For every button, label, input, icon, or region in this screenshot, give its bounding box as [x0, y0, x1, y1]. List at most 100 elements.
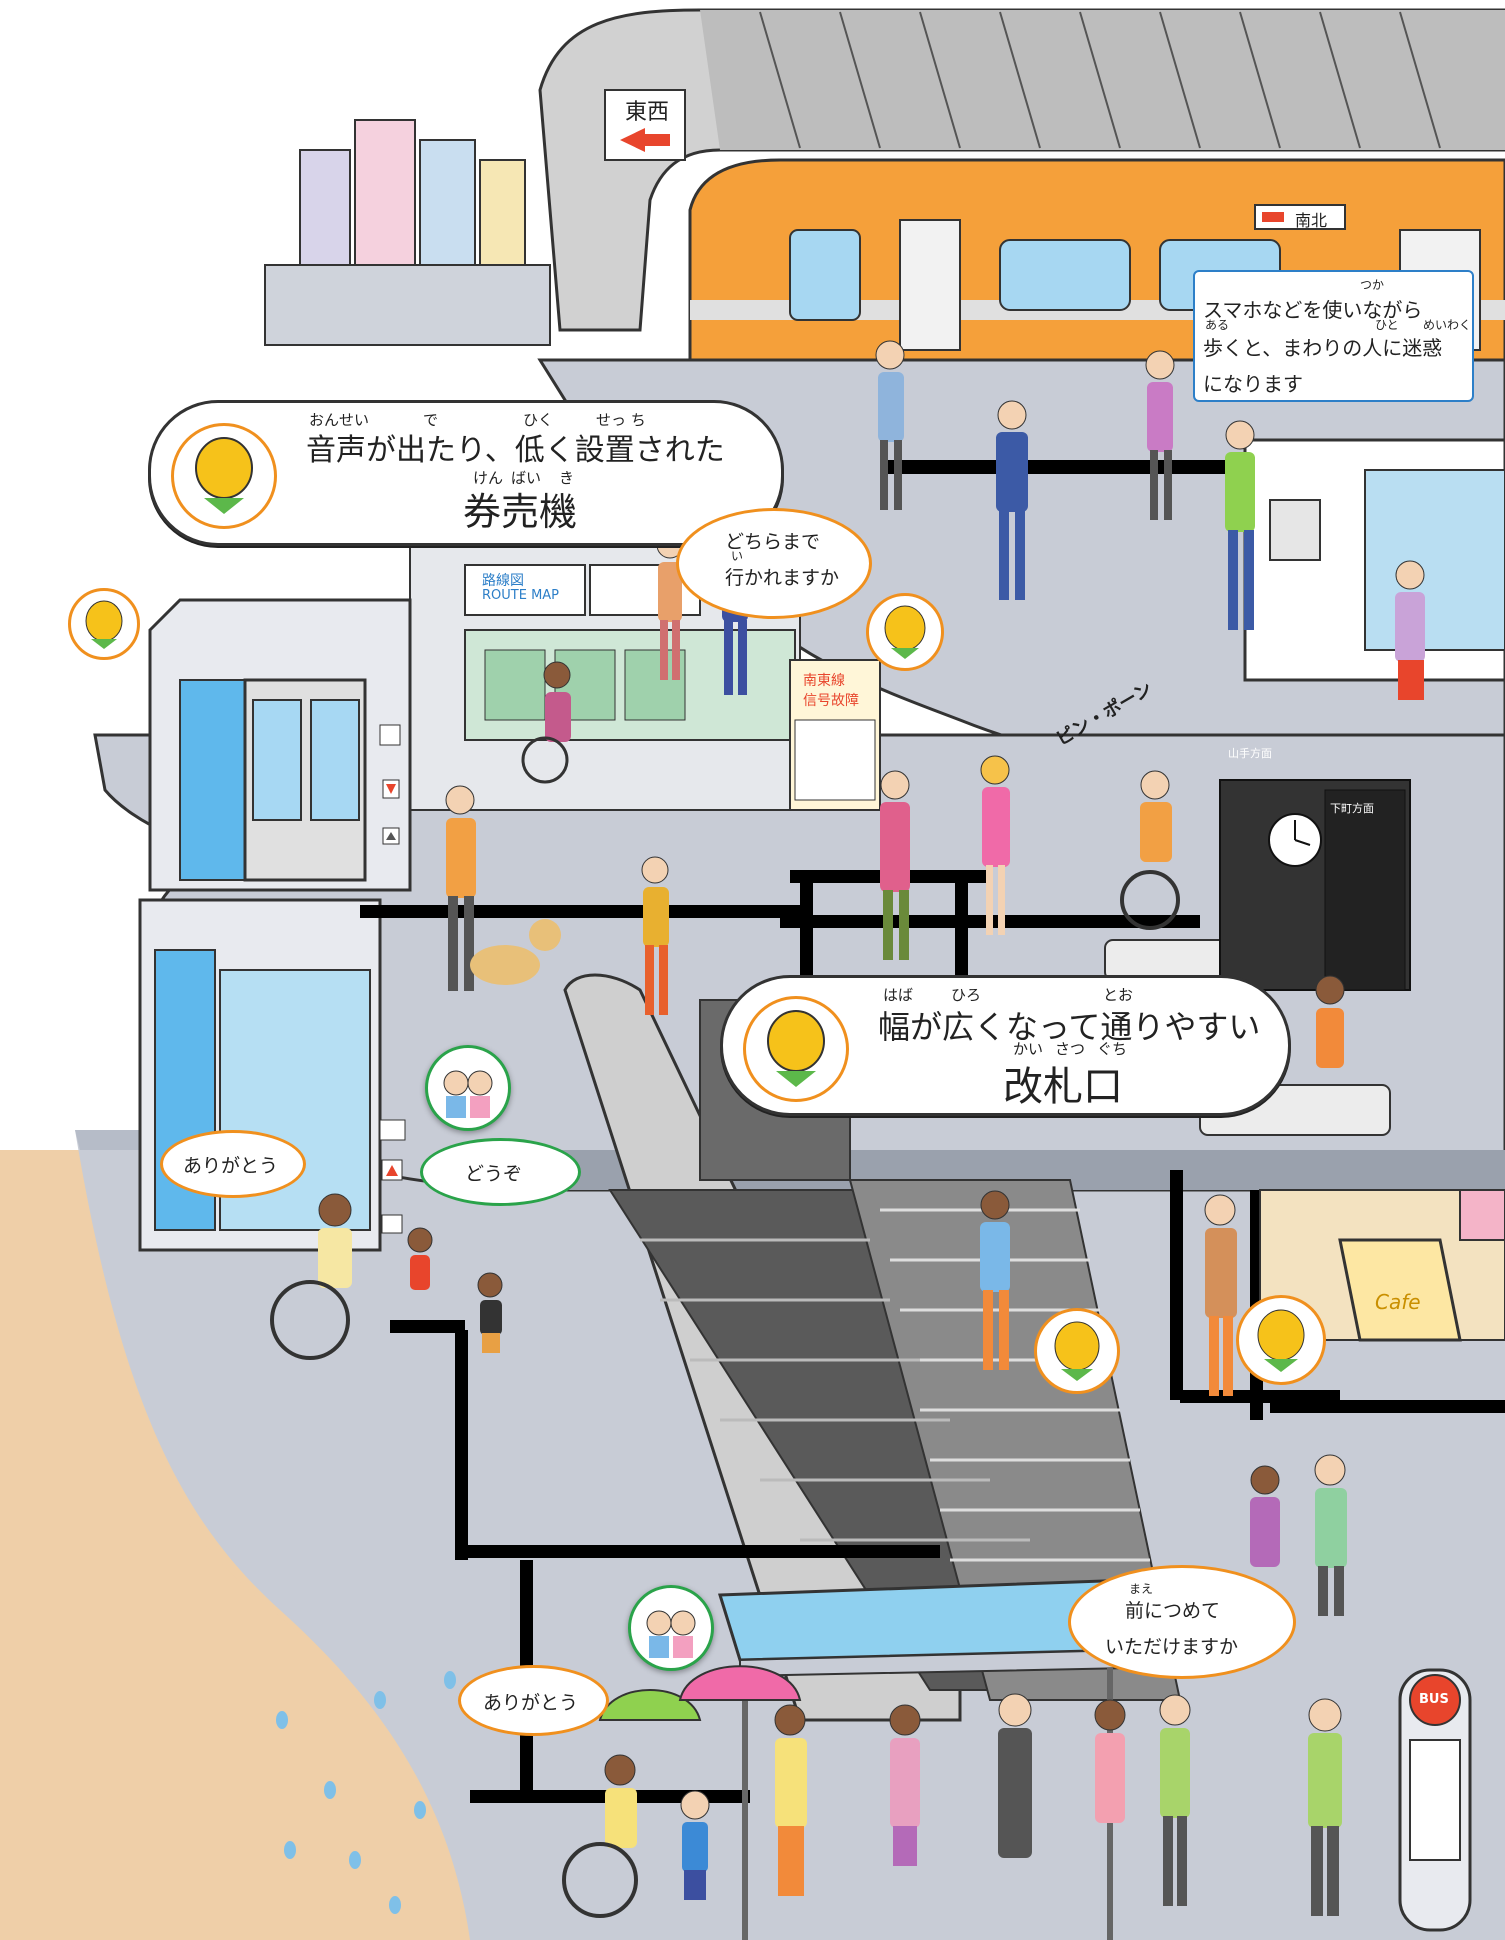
ruby: ある [1205, 318, 1230, 332]
dog-mascot-icon [1034, 1308, 1120, 1394]
tactile-paving [360, 905, 810, 918]
person [1094, 1699, 1126, 1823]
person [980, 1190, 1010, 1370]
child [680, 1790, 710, 1900]
line-sign-north-south [1254, 204, 1346, 230]
notice-line-label: 南東線 [803, 673, 845, 689]
person [875, 340, 905, 510]
ruby: かい [1013, 1040, 1044, 1058]
ruby: めいわく [1423, 318, 1472, 332]
person [1314, 1454, 1347, 1616]
person [1145, 350, 1175, 520]
ruby: ばい [511, 469, 542, 487]
platform-1-label: 山手方面 [1228, 747, 1272, 760]
dog-mascot-icon [1236, 1295, 1326, 1385]
platform-2-label: 下町方面 [1330, 802, 1374, 815]
person-wheelchair [270, 1193, 352, 1360]
ruby: ひろ [951, 986, 982, 1004]
after-you-callout: どうぞ [420, 1138, 581, 1206]
person [880, 770, 910, 960]
person [445, 785, 476, 991]
where-to-callout: い どちらまで 行かれますか [676, 508, 872, 619]
ruby: つか [1360, 278, 1385, 292]
ruby: さつ [1055, 1040, 1086, 1058]
elevator-lower [138, 898, 406, 1252]
line-sign-east-west-label: 東西 [625, 100, 670, 125]
person [1395, 560, 1425, 700]
move-forward-line2: いただけますか [1105, 1636, 1239, 1658]
smartphone-warning-line3: になります [1203, 372, 1303, 396]
ruby: で [423, 411, 439, 429]
dog-mascot-icon [866, 593, 944, 671]
person [521, 661, 571, 784]
cafe-sign-label: Cafe [1375, 1290, 1421, 1314]
children-pair-icon [628, 1585, 714, 1671]
move-forward-callout: まえ 前につめて いただけますか [1068, 1565, 1296, 1679]
child [477, 1272, 503, 1353]
route-map-label-en: ROUTE MAP [482, 588, 560, 603]
ruby: おんせい [309, 411, 370, 429]
person [1204, 1194, 1237, 1396]
thanks-elevator-callout: ありがとう [160, 1130, 306, 1198]
notice-fault-label: 信号故障 [803, 693, 859, 709]
person-wheelchair [562, 1754, 638, 1918]
smartphone-warning-callout: スマホなどを使いながら 歩くと、まわりの人に迷惑 になります つか ある ひと … [1193, 270, 1474, 402]
dog-mascot-icon [171, 423, 277, 529]
after-you-text: どうぞ [465, 1163, 523, 1185]
ticket-gate-callout-line1: 幅が広くなって通りやすい [878, 1008, 1261, 1046]
ticket-machine-callout: 音声が出たり、低く設置された 券売機 おんせい で ひく せっ ち けん ばい … [148, 400, 784, 546]
move-forward-line1: 前につめて [1125, 1600, 1221, 1622]
ruby: ひと [1375, 318, 1399, 332]
where-to-line2: 行かれますか [725, 567, 840, 589]
ticket-gate-callout-line2: 改札口 [1003, 1064, 1123, 1110]
person [774, 1704, 807, 1896]
person [1225, 420, 1255, 630]
escalators [563, 973, 1182, 1722]
ticket-machine-callout-line2: 券売機 [463, 490, 578, 534]
ticket-gate-callout: 幅が広くなって通りやすい 改札口 はば ひろ とお かい さつ ぐち [720, 975, 1291, 1116]
bus-sign-label: BUS [1419, 1692, 1449, 1707]
thanks-elevator-text: ありがとう [183, 1155, 279, 1177]
ticket-machine-callout-line1: 音声が出たり、低く設置された [306, 433, 725, 468]
children-pair-icon [425, 1045, 511, 1131]
child [407, 1227, 433, 1290]
ruby: き [559, 469, 575, 487]
notice-board [789, 659, 881, 811]
person [980, 755, 1010, 935]
cafe-area [1259, 1189, 1505, 1342]
person [889, 1704, 921, 1866]
thanks-umbrella-callout: ありがとう [458, 1665, 609, 1736]
ruby: ひく [523, 411, 554, 429]
ruby: まえ [1129, 1582, 1154, 1596]
thanks-umbrella-text: ありがとう [483, 1692, 579, 1714]
line-sign-north-south-label: 南北 [1295, 211, 1328, 230]
person [1308, 1698, 1342, 1916]
ruby: とお [1103, 986, 1134, 1004]
ticket-gates [1104, 779, 1411, 1136]
ruby: い [731, 549, 744, 563]
person [1315, 975, 1345, 1068]
ruby: せっ ち [596, 411, 646, 429]
bus-stop-sign [1398, 1668, 1472, 1932]
platform-roof [538, 8, 1505, 332]
person [641, 856, 669, 1015]
smartphone-warning-line2: 歩くと、まわりの人に迷惑 [1203, 336, 1443, 360]
train-car-interior [1243, 438, 1505, 682]
dog-mascot-icon [68, 588, 140, 660]
ruby: ぐち [1097, 1040, 1128, 1058]
smartphone-warning-line1: スマホなどを使いながら [1203, 298, 1423, 322]
umbrella-pink [678, 1665, 802, 1701]
rain [276, 1671, 456, 1914]
ruby: けん [473, 469, 504, 487]
guide-dog [470, 919, 561, 985]
line-sign-east-west [604, 89, 686, 161]
city-skyline [264, 119, 551, 346]
where-to-line1: どちらまで [725, 531, 821, 553]
elevator-upper [148, 598, 412, 892]
dog-mascot-icon [743, 996, 849, 1102]
person [1250, 1465, 1280, 1567]
person-wheelchair [1120, 770, 1180, 930]
ruby: はば [883, 986, 914, 1004]
person [996, 400, 1028, 600]
